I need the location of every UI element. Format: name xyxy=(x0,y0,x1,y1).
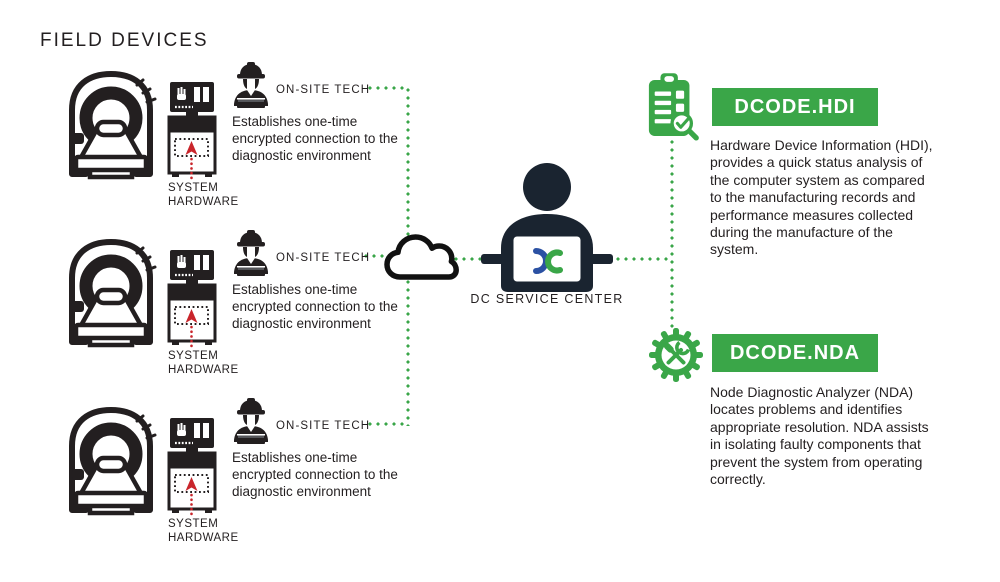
connector-row3-horizontal xyxy=(366,422,408,426)
support-agent-laptop-icon xyxy=(481,163,613,292)
onsite-tech-label: ON-SITE TECH xyxy=(276,252,371,264)
onsite-tech-label: ON-SITE TECH xyxy=(276,84,371,96)
connector-person-to-modules xyxy=(598,257,672,261)
system-hardware-tower-icon xyxy=(167,82,217,181)
cloud-icon xyxy=(384,234,459,280)
connector-row2-horizontal xyxy=(362,254,398,258)
dcode-hdi-banner: DCODE.HDI xyxy=(712,88,878,126)
dcode-nda-description: Node Diagnostic Analyzer (NDA) locates p… xyxy=(710,384,929,488)
mri-scanner-icon xyxy=(69,407,157,516)
onsite-tech-icon xyxy=(234,62,268,108)
page-title: FIELD DEVICES xyxy=(40,30,209,51)
system-hardware-label: SYSTEM HARDWARE xyxy=(168,518,239,544)
clipboard-check-magnifier-icon xyxy=(648,73,699,141)
service-center-label: DC SERVICE CENTER xyxy=(470,292,624,306)
mri-scanner-icon xyxy=(69,71,157,180)
system-hardware-tower-icon xyxy=(167,418,217,517)
connector-modules-vertical xyxy=(670,138,674,328)
dcode-hdi-description: Hardware Device Information (HDI), provi… xyxy=(710,137,933,258)
dcode-nda-banner: DCODE.NDA xyxy=(712,334,878,372)
field-device-row: SYSTEM HARDWARE ON-SITE TECH Establishes… xyxy=(55,62,415,228)
onsite-tech-icon xyxy=(234,398,268,444)
connector-cloud-to-person xyxy=(452,257,506,261)
mri-scanner-icon xyxy=(69,239,157,348)
connector-row1-horizontal xyxy=(366,86,408,90)
onsite-tech-icon xyxy=(234,230,268,276)
system-hardware-tower-icon xyxy=(167,250,217,349)
connection-description: Establishes one-time encrypted connectio… xyxy=(232,114,398,163)
connection-description: Establishes one-time encrypted connectio… xyxy=(232,450,398,499)
system-hardware-label: SYSTEM HARDWARE xyxy=(168,350,239,376)
dcode-hdi-title: DCODE.HDI xyxy=(734,95,856,118)
system-hardware-label: SYSTEM HARDWARE xyxy=(168,182,239,208)
onsite-tech-label: ON-SITE TECH xyxy=(276,420,371,432)
field-device-row: SYSTEM HARDWARE ON-SITE TECH Establishes… xyxy=(55,230,415,396)
gear-tools-icon xyxy=(649,328,703,382)
connection-description: Establishes one-time encrypted connectio… xyxy=(232,282,398,331)
dcode-nda-title: DCODE.NDA xyxy=(729,341,861,364)
field-device-row: SYSTEM HARDWARE ON-SITE TECH Establishes… xyxy=(55,398,415,564)
